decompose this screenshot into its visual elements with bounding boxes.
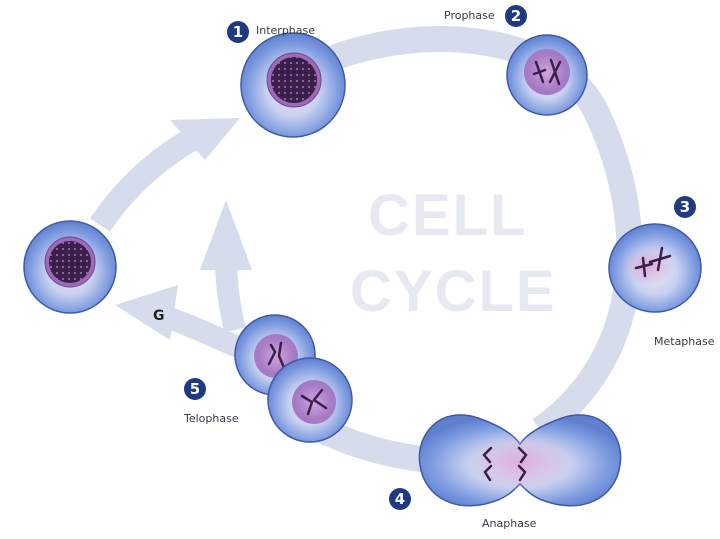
title-cycle: CYCLE	[350, 259, 557, 324]
cell-daughter	[23, 220, 117, 314]
badge-1: 1	[227, 21, 249, 43]
badge-2: 2	[505, 5, 527, 27]
label-metaphase: Metaphase	[654, 335, 715, 348]
cycle-arc	[282, 26, 643, 441]
title-cell: CELL	[368, 183, 528, 248]
arrow-up	[200, 200, 252, 333]
cell-metaphase	[608, 223, 702, 313]
cell-prophase	[506, 34, 588, 116]
cell-telophase-bottom	[267, 357, 353, 443]
cell-anaphase	[418, 414, 622, 507]
arrow-g0	[115, 285, 250, 361]
arrow-to-interphase	[90, 118, 240, 232]
badge-5: 5	[184, 378, 206, 400]
badge-4: 4	[389, 488, 411, 510]
badge-3: 3	[674, 196, 696, 218]
cell-interphase	[240, 32, 346, 138]
label-prophase: Prophase	[444, 9, 495, 22]
label-interphase: Interphase	[256, 24, 316, 37]
label-telophase: Telophase	[184, 412, 239, 425]
label-anaphase: Anaphase	[482, 517, 537, 530]
label-g-exit: G	[153, 308, 165, 324]
